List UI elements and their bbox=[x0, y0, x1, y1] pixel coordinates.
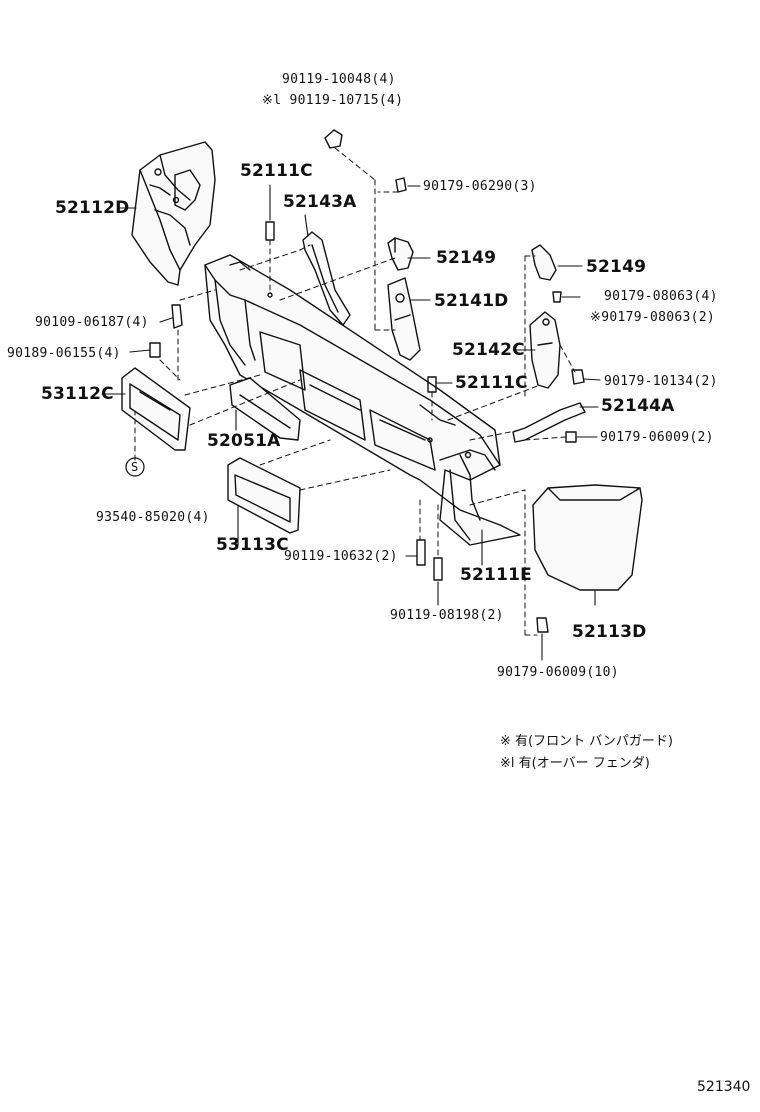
standard-part-mark: S bbox=[131, 460, 139, 474]
stay-52144A bbox=[512, 402, 586, 443]
callout-90179-10134: 90179-10134(2) bbox=[604, 374, 718, 389]
lamp-housing-53112C bbox=[121, 367, 191, 451]
callout-90189-06155: 90189-06155(4) bbox=[7, 346, 121, 361]
left-bumper-end-52112D bbox=[131, 141, 216, 286]
callout-90179-06290: 90179-06290(3) bbox=[423, 179, 537, 194]
bumper-bar bbox=[204, 254, 521, 546]
callout-53112C: 53112C bbox=[41, 384, 114, 404]
callout-52112D: 52112D bbox=[55, 198, 130, 218]
callout-90119-08198: 90119-08198(2) bbox=[390, 608, 504, 623]
leader-lines bbox=[101, 184, 601, 661]
right-bumper-end-52113D bbox=[532, 484, 643, 591]
dashed-leaders bbox=[134, 147, 576, 636]
stay-52142C bbox=[529, 311, 561, 389]
callout-90119-10715: ※l 90119-10715(4) bbox=[262, 93, 404, 108]
stay-52143A bbox=[302, 231, 351, 326]
callout-52149-right: 52149 bbox=[586, 257, 647, 277]
diagram-id: 521340 bbox=[697, 1079, 751, 1095]
bracket-52149-right bbox=[531, 244, 557, 281]
bracket-52149-left bbox=[387, 237, 414, 271]
callout-90179-08063-b: ※90179-08063(2) bbox=[590, 310, 715, 325]
callout-52111C-mid: 52111C bbox=[455, 373, 528, 393]
callout-90109-06187: 90109-06187(4) bbox=[35, 315, 149, 330]
callout-93540-85020: 93540-85020(4) bbox=[96, 510, 210, 525]
callout-90179-06009-a: 90179-06009(2) bbox=[600, 430, 714, 445]
callout-90119-10632: 90119-10632(2) bbox=[284, 549, 398, 564]
callout-90179-06009-b: 90179-06009(10) bbox=[497, 665, 619, 680]
fasteners bbox=[149, 129, 585, 633]
callout-52111C-top: 52111C bbox=[240, 161, 313, 181]
callout-52141D: 52141D bbox=[434, 291, 509, 311]
callout-52142C: 52142C bbox=[452, 340, 525, 360]
lamp-housing-53113C bbox=[227, 457, 301, 534]
callout-53113C: 53113C bbox=[216, 535, 289, 555]
note-front-bumper-guard: ※ 有(フロント バンパガード) bbox=[500, 734, 673, 749]
note-over-fender: ※l 有(オーバー フェンダ) bbox=[500, 756, 650, 771]
callout-52144A: 52144A bbox=[601, 396, 675, 416]
callout-90119-10048: 90119-10048(4) bbox=[282, 72, 396, 87]
callout-52143A: 52143A bbox=[283, 192, 357, 212]
stay-52141D bbox=[387, 277, 421, 361]
callout-52051A: 52051A bbox=[207, 431, 281, 451]
callout-52149-left: 52149 bbox=[436, 248, 497, 268]
callout-52113D: 52113D bbox=[572, 622, 647, 642]
callout-90179-08063-a: 90179-08063(4) bbox=[604, 289, 718, 304]
callout-52111E: 52111E bbox=[460, 565, 532, 585]
standard-part-circle-icon bbox=[125, 457, 145, 477]
